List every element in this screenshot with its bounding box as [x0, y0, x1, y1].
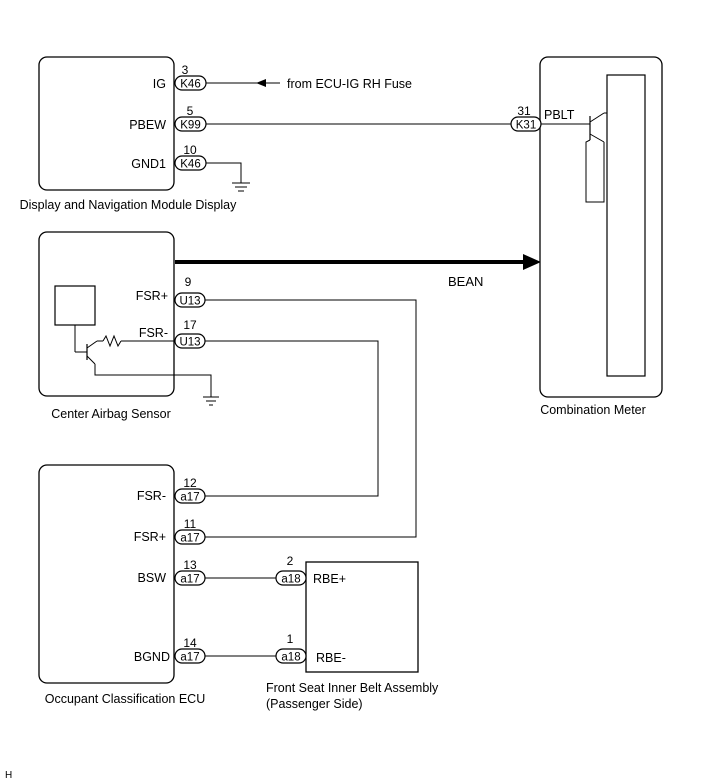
transistor-icon: [541, 112, 607, 203]
fuse-source-label: from ECU-IG RH Fuse: [287, 77, 412, 91]
connector-label: a17: [180, 652, 199, 664]
connector-u13-fsr-minus: [174, 333, 206, 349]
connector-label: a17: [180, 574, 199, 586]
connector-label: U13: [179, 296, 200, 308]
airbag-box: [38, 231, 175, 397]
pin-label-pbew: PBEW: [129, 118, 166, 132]
pin-number-17: 17: [183, 318, 197, 332]
pin-number-13: 13: [183, 558, 197, 572]
pin-label-pblt: PBLT: [544, 108, 575, 122]
pin-number-5: 5: [187, 104, 194, 118]
pin-number-14: 14: [183, 636, 197, 650]
connector-k99: [174, 116, 207, 132]
connector-label: a17: [180, 492, 199, 504]
connector-label: K46: [180, 79, 200, 91]
display-caption: Display and Navigation Module Display: [20, 198, 238, 212]
pin-label-fsr-minus: FSR-: [137, 489, 166, 503]
belt-box: [305, 561, 419, 673]
wire-fsr-plus: [205, 299, 417, 538]
fuse-arrow-icon: [256, 79, 266, 87]
ground-icon: [203, 396, 219, 406]
meter-display-panel: [606, 74, 646, 377]
pin-number-1: 1: [287, 632, 294, 646]
sensor-circuit-icon: [74, 325, 212, 397]
belt-caption-line1: Front Seat Inner Belt Assembly: [266, 681, 439, 695]
connector-k46-ig: [174, 75, 207, 91]
pin-label-fsr-minus: FSR-: [139, 326, 168, 340]
connector-a18-rbe-plus: [275, 570, 307, 586]
display-box: [38, 56, 175, 191]
pin-number-11: 11: [184, 517, 197, 531]
pin-label-rbe-plus: RBE+: [313, 572, 346, 586]
connector-label: K99: [180, 120, 200, 132]
wires: [175, 79, 541, 657]
pin-label-gnd1: GND1: [131, 157, 166, 171]
pin-number-10: 10: [183, 143, 197, 157]
connector-label: a17: [180, 533, 199, 545]
wire-gnd1: [206, 162, 242, 183]
pin-label-bsw: BSW: [138, 571, 167, 585]
pin-label-fsr-plus: FSR+: [136, 289, 168, 303]
occupant-classification-ecu: FSR- FSR+ BSW BGND 12 a17 11 a17 13 a17 …: [38, 464, 206, 706]
pin-number-2: 2: [287, 554, 294, 568]
connector-a17-bsw: [174, 570, 206, 586]
connector-a18-rbe-minus: [275, 648, 307, 664]
connector-a17-bgnd: [174, 648, 206, 664]
airbag-caption: Center Airbag Sensor: [51, 407, 171, 421]
connector-label: U13: [179, 337, 200, 349]
belt-caption-line2: (Passenger Side): [266, 697, 363, 711]
pin-number-3: 3: [182, 63, 189, 77]
occupant-caption: Occupant Classification ECU: [45, 692, 205, 706]
pin-label-fsr-plus: FSR+: [134, 530, 166, 544]
pin-number-12: 12: [183, 476, 197, 490]
wire-fsr-minus: [205, 340, 379, 497]
pin-number-9: 9: [185, 275, 192, 289]
connector-label: a18: [281, 652, 300, 664]
combination-meter: 31 K31 PBLT Combination Meter: [510, 56, 663, 417]
pin-label-ig: IG: [153, 77, 166, 91]
meter-caption: Combination Meter: [540, 403, 646, 417]
occupant-box: [38, 464, 175, 684]
connector-a17-fsr-minus: [174, 488, 206, 504]
pin-label-bgnd: BGND: [134, 650, 170, 664]
center-airbag-sensor: FSR+ FSR- 9 U13 17 U13 Center Airbag Sen…: [38, 231, 219, 421]
display-module: IG PBEW GND1 3 K46 5 K99 10 K46 Display …: [20, 56, 238, 212]
pin-number-31: 31: [517, 104, 531, 118]
connector-u13-fsr-plus: [174, 292, 206, 308]
connector-label: K31: [516, 120, 536, 132]
front-seat-belt-assembly: 2 a18 RBE+ 1 a18 RBE- Front Seat Inner B…: [266, 554, 439, 711]
ground-icon: [232, 182, 250, 192]
bus-label-bean: BEAN: [448, 274, 483, 289]
corner-mark: H: [5, 770, 12, 781]
connector-k46-gnd: [174, 155, 207, 171]
pin-label-rbe-minus: RBE-: [316, 651, 346, 665]
bean-arrow-icon: [523, 254, 541, 270]
connector-label: a18: [281, 574, 300, 586]
airbag-internal-block: [54, 285, 96, 326]
connector-a17-fsr-plus: [174, 529, 206, 545]
connector-label: K46: [180, 159, 200, 171]
